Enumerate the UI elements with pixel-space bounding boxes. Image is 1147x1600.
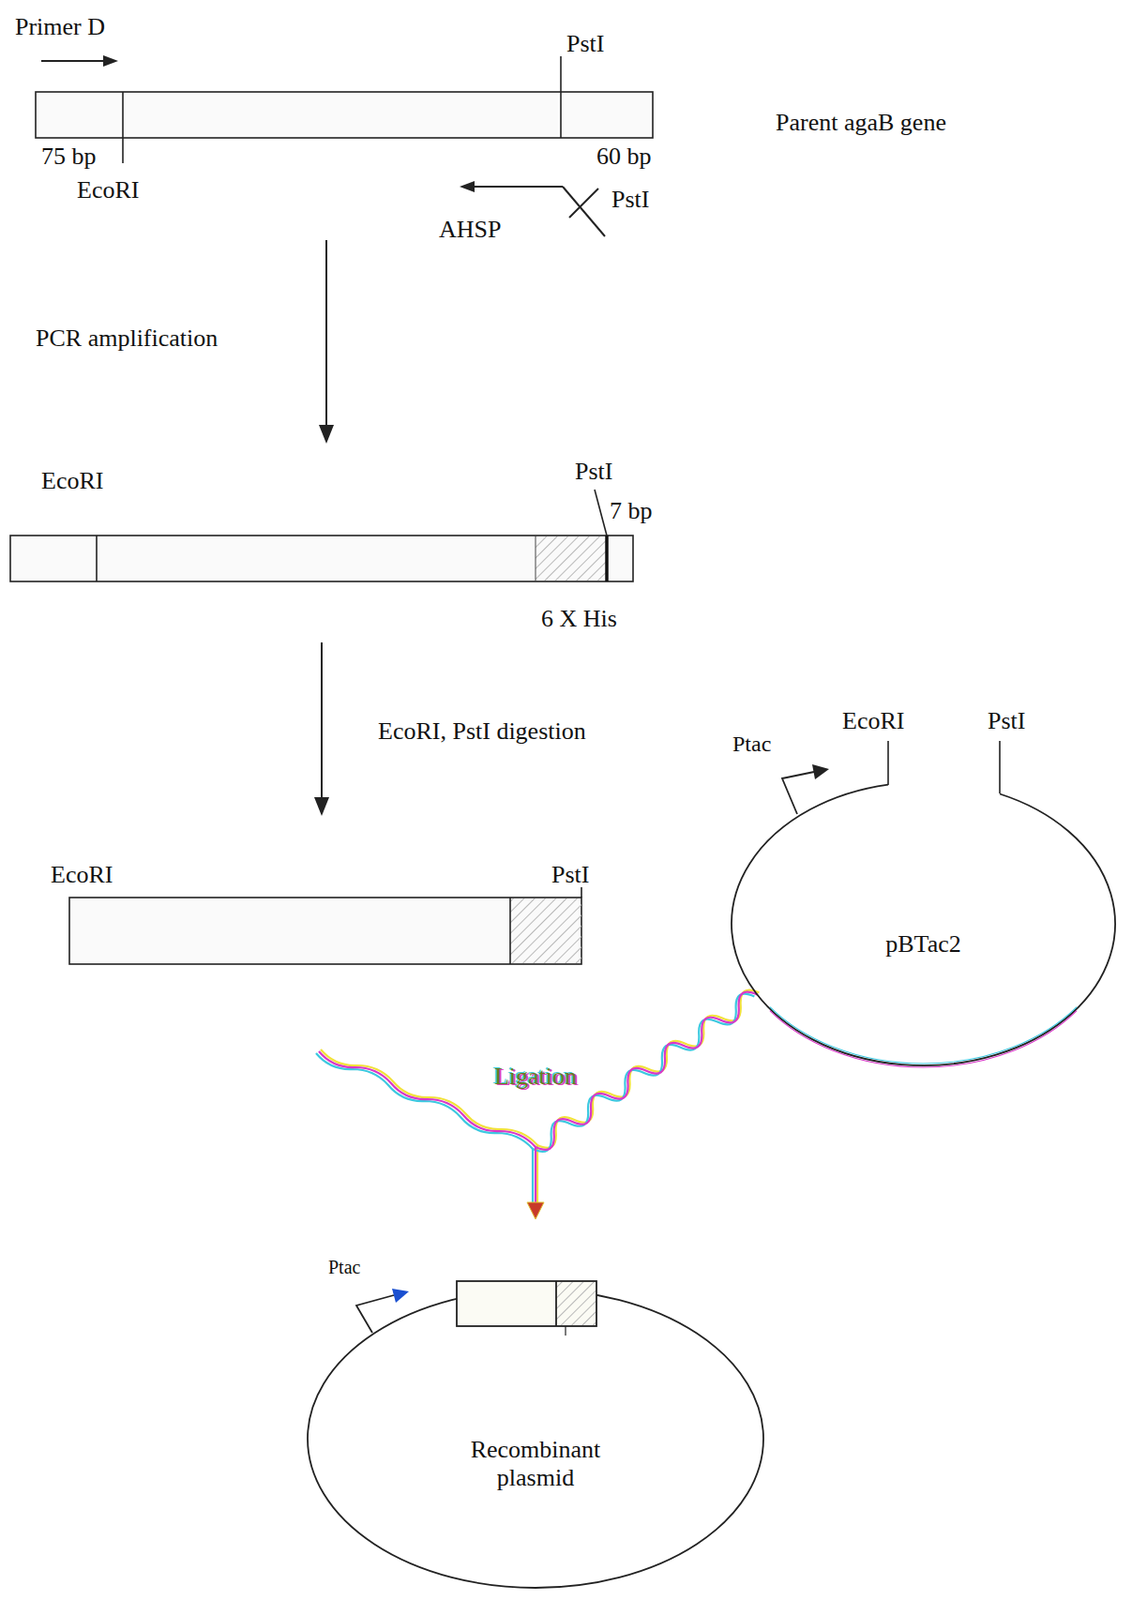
label-text: AHSP <box>438 215 501 244</box>
label-text: 60 bp <box>596 142 652 171</box>
process-arrow <box>318 240 334 444</box>
label-text: 7 bp <box>609 497 653 526</box>
label-text: PstI <box>566 30 604 59</box>
label-text: PstI <box>551 860 589 890</box>
label-text: PCR amplification <box>35 324 218 353</box>
arrow-head <box>527 1202 544 1220</box>
promoter-arrow <box>782 764 830 815</box>
label-text: EcoRI, PstI digestion <box>377 717 587 746</box>
label-text: Ptac <box>732 731 771 758</box>
his-tag-region <box>556 1282 596 1326</box>
plasmid-node: Recombinant plasmid <box>305 1219 766 1590</box>
print-fringe <box>769 1007 1077 1064</box>
process-arrow <box>314 642 330 816</box>
connector-line <box>532 994 755 1207</box>
node-text: Recombinant plasmid <box>441 1435 630 1493</box>
label-text: PstI <box>574 457 613 486</box>
label-text: EcoRI <box>41 467 104 496</box>
label-text: 6 X His <box>541 604 618 634</box>
label-text: Parent agaB gene <box>775 108 947 137</box>
ligation-connector <box>527 990 759 1220</box>
label-text: EcoRI <box>842 707 905 736</box>
label-text: Primer D <box>15 13 106 42</box>
plasmid-outline <box>729 780 1117 1068</box>
insert-box <box>456 1281 597 1327</box>
insert-divider <box>555 1281 558 1327</box>
plasmid-outline <box>305 1219 766 1590</box>
plasmid-ring <box>307 1289 764 1588</box>
cut-site-lines <box>888 740 1000 794</box>
label-text: 75 bp <box>41 142 97 171</box>
parent-gene-bar <box>35 56 653 164</box>
plasmid-ring <box>731 784 1116 1066</box>
primer-arrow <box>41 55 119 67</box>
edge-label: Ligation <box>494 1062 577 1091</box>
connector-line <box>535 992 757 1205</box>
promoter-arrow <box>356 1288 409 1333</box>
node-text: pBTac2 <box>830 930 1018 959</box>
plasmid-node: pBTac2 <box>729 780 1117 1068</box>
label-text: PstI <box>987 707 1026 736</box>
pcr-product-bar <box>10 489 634 582</box>
insert-tick <box>564 1326 566 1336</box>
label-text: EcoRI <box>76 176 139 205</box>
label-text: EcoRI <box>50 860 113 890</box>
label-text: PstI <box>611 185 649 214</box>
digested-fragment-bar <box>69 887 582 965</box>
label-text: Ptac <box>328 1256 361 1279</box>
